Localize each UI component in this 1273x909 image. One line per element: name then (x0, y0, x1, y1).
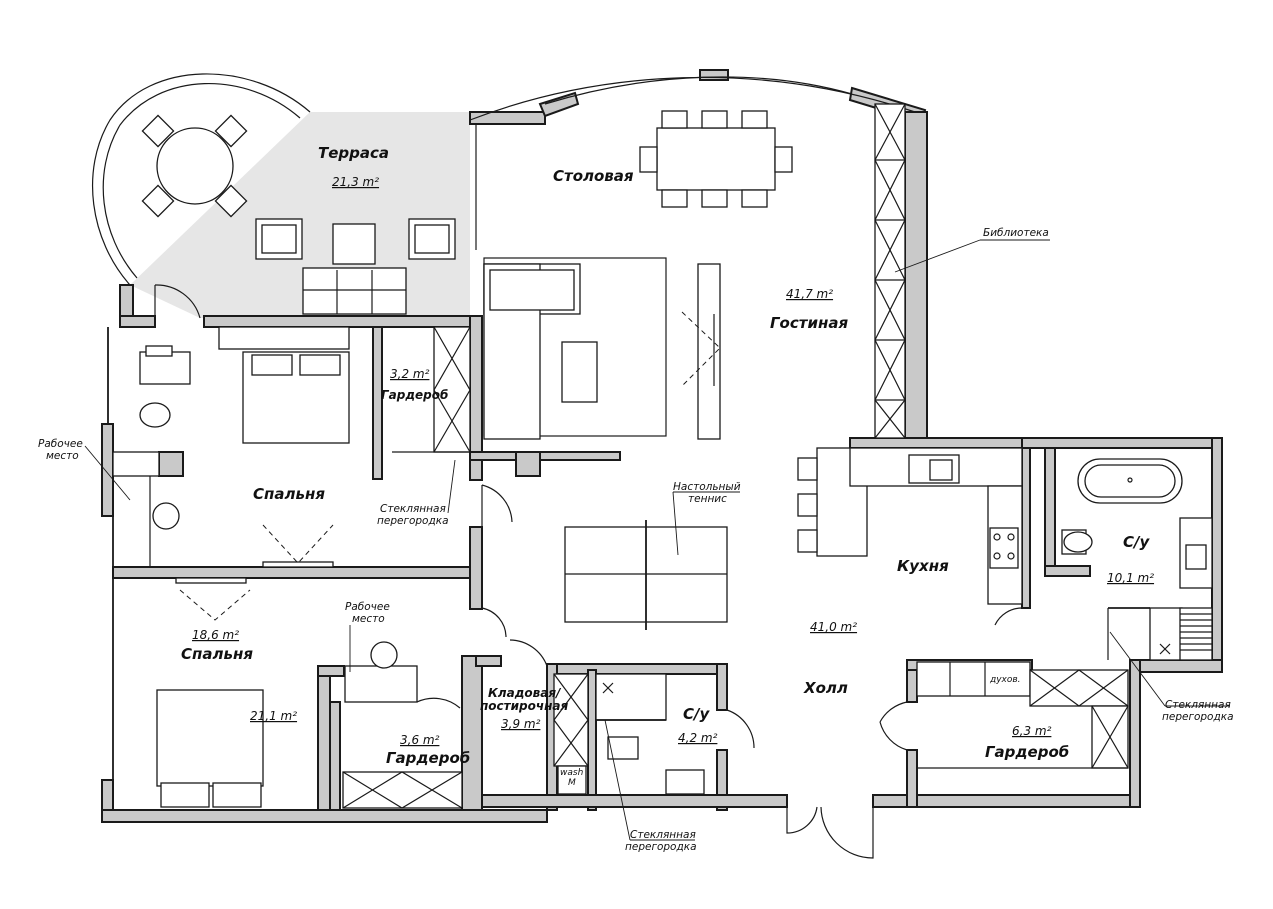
workplace1-line2: место (46, 450, 79, 462)
wardrobe3-area: 6,3 m² (1012, 724, 1052, 738)
glass1-line2: перегородка (377, 515, 449, 527)
living-area: 41,7 m² (786, 287, 833, 301)
terrace-floor (130, 112, 470, 318)
glass3-line2: перегородка (1162, 711, 1234, 723)
wardrobe1-label: Гардероб (381, 388, 448, 402)
dining-label: Столовая (553, 167, 634, 185)
bedroom1-label: Спальня (253, 485, 325, 503)
glass2-line1: Стеклянная (630, 829, 696, 841)
workplace1-line1: Рабочее (38, 438, 83, 450)
library-shelf (874, 103, 906, 439)
pantry-area: 3,9 m² (501, 717, 541, 731)
ping-pong-table (564, 520, 728, 630)
terrace-coffee-table (332, 223, 376, 265)
oven-label: духов. (989, 675, 1021, 685)
wc1-area: 4,2 m² (678, 731, 718, 745)
tennis-line1: Настольный (673, 481, 741, 493)
walls (101, 69, 1223, 823)
bedroom2-area2: 18,6 m² (192, 628, 239, 642)
wash-label: wash (560, 768, 584, 778)
glass1-line1: Стеклянная (380, 503, 446, 515)
dining-table (639, 110, 793, 208)
living-label: Гостиная (770, 314, 848, 332)
wc1-label: С/у (683, 705, 710, 723)
living-sofa (483, 263, 581, 440)
bed-upper (218, 326, 350, 444)
wash-m-label: M (568, 778, 576, 788)
living-coffee-table (561, 341, 598, 403)
terrace-sofa (302, 267, 407, 315)
bed-lower (156, 689, 264, 808)
glass3-line1: Стеклянная (1165, 699, 1231, 711)
tv-stand (697, 263, 721, 440)
wardrobe3-label: Гардероб (985, 743, 1069, 761)
bedroom2-label: Спальня (181, 645, 253, 663)
pantry-label2: постирочная (480, 699, 568, 713)
workplace2-line1: Рабочее (345, 601, 390, 613)
workplace2-line2: место (352, 613, 385, 625)
glass2-line2: перегородка (625, 841, 697, 853)
tennis-line2: теннис (688, 493, 727, 505)
pantry-shelf (553, 673, 589, 767)
wardrobe1-area: 3,2 m² (390, 367, 430, 381)
wc2-area: 10,1 m² (1107, 571, 1154, 585)
wardrobe2-area: 3,6 m² (400, 733, 440, 747)
terrace-round-table (141, 114, 248, 218)
desk-upper (112, 451, 160, 477)
kitchen-label: Кухня (897, 557, 949, 575)
terrace-rail (92, 73, 311, 286)
hall-area: 41,0 m² (810, 620, 857, 634)
desk-lower (344, 665, 418, 703)
hall-label: Холл (803, 679, 848, 697)
wardrobe3-closet (1029, 669, 1129, 707)
terrace-label: Терраса (318, 144, 389, 162)
bedroom2-area: 21,1 m² (250, 709, 297, 723)
terrace-area: 21,3 m² (332, 175, 379, 189)
bathtub (1077, 458, 1183, 504)
pantry-label1: Кладовая/ (488, 686, 562, 700)
wardrobe2-closet (342, 771, 463, 809)
wc2-label: С/у (1123, 533, 1150, 551)
wardrobe2-label: Гардероб (386, 749, 470, 767)
library-note: Библиотека (983, 227, 1049, 239)
